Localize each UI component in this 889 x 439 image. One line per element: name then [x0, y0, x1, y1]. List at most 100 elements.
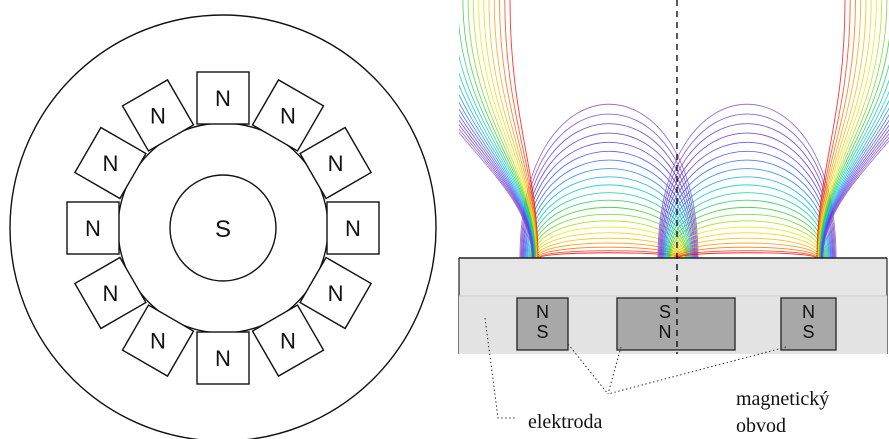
magnet-top-label: N — [536, 302, 549, 322]
magnet-top-label: S — [659, 302, 671, 322]
field-line — [817, 0, 856, 258]
outer-pole-label: N — [280, 103, 296, 128]
field-line — [818, 0, 883, 258]
outer-pole — [299, 256, 373, 330]
outer-pole-box — [196, 71, 250, 125]
outer-pole — [251, 78, 325, 152]
outer-pole-box — [299, 126, 373, 200]
outer-pole-box — [121, 304, 195, 378]
center-pole-label: S — [215, 216, 231, 243]
magnet-bottom-label: S — [802, 322, 814, 342]
circuit-leader-3 — [607, 346, 787, 395]
field-line — [677, 252, 817, 258]
magnet-box — [780, 297, 837, 351]
field-line — [459, 114, 534, 258]
outer-pole — [299, 126, 373, 200]
outer-pole-box — [73, 256, 147, 330]
outer-pole-box — [251, 304, 325, 378]
field-line — [488, 0, 538, 258]
outer-pole-label: N — [85, 216, 101, 241]
field-line — [659, 123, 835, 258]
field-line — [472, 0, 537, 258]
field-line — [816, 0, 851, 258]
field-line — [817, 0, 872, 258]
field-line — [817, 0, 867, 258]
outer-ring — [9, 14, 437, 439]
outer-pole-box — [121, 78, 195, 152]
outer-pole-label: N — [328, 281, 344, 306]
field-line — [519, 104, 699, 258]
outer-pole-box — [299, 256, 373, 330]
magnet: NS — [780, 297, 837, 351]
field-line — [520, 113, 698, 258]
outer-pole-label: N — [280, 329, 296, 354]
field-line — [483, 0, 538, 258]
outer-pole — [73, 256, 147, 330]
field-line — [818, 0, 877, 258]
circuit-leader-2 — [607, 346, 622, 395]
field-line — [522, 132, 696, 258]
outer-pole — [66, 201, 120, 255]
outer-pole-box — [66, 201, 120, 255]
field-line — [816, 0, 846, 258]
field-line — [531, 213, 687, 258]
electrode-leader — [484, 317, 516, 419]
field-line — [504, 0, 539, 258]
magnetic-circuit-label-line1: magnetický — [736, 388, 829, 410]
magnet: NS — [516, 297, 569, 351]
magnet-bottom-label: N — [659, 322, 672, 342]
field-line — [669, 213, 825, 258]
magnetic-circuit-label-line2: obvod — [736, 415, 786, 437]
outer-pole — [73, 126, 147, 200]
field-line — [499, 0, 538, 258]
magnetic-field-lines — [459, 0, 889, 258]
circular-magnetron-diagram: S N N N N N N N N N N N N — [9, 14, 437, 439]
outer-pole — [251, 304, 325, 378]
outer-pole — [326, 201, 380, 255]
field-line — [674, 242, 820, 258]
field-line — [459, 83, 535, 258]
magnet-box — [616, 297, 736, 351]
magnet: SN — [616, 297, 736, 351]
outer-pole-label: N — [102, 151, 118, 176]
outer-pole-box — [326, 201, 380, 255]
outer-pole-box — [196, 331, 250, 385]
field-line — [671, 226, 823, 258]
field-line — [535, 237, 683, 258]
circuit-leader-1 — [567, 343, 609, 395]
outer-pole-label: N — [150, 329, 166, 354]
outer-pole — [121, 304, 195, 378]
field-line — [676, 250, 818, 258]
outer-pole-label: N — [215, 346, 231, 371]
outer-pole-label: N — [102, 281, 118, 306]
field-line — [478, 0, 537, 258]
field-line — [822, 140, 889, 258]
outer-pole — [196, 71, 250, 125]
field-line — [675, 246, 819, 258]
outer-pole-label: N — [328, 151, 344, 176]
field-line — [530, 199, 688, 258]
outer-pole-label: N — [215, 86, 231, 111]
outer-pole-box — [73, 126, 147, 200]
outer-pole-box — [251, 78, 325, 152]
field-line — [672, 232, 822, 258]
field-line — [530, 206, 688, 258]
outer-pole — [196, 331, 250, 385]
magnet-box — [516, 297, 569, 351]
field-line — [509, 0, 539, 258]
field-line — [670, 220, 824, 258]
magnet-bottom-label: S — [536, 322, 548, 342]
field-line — [459, 132, 533, 258]
electrode-label: elektroda — [528, 411, 603, 433]
field-line — [660, 132, 834, 258]
outer-pole-group: N N N N N N N N N N N N — [66, 71, 380, 385]
field-line — [459, 108, 534, 258]
magnet-top-label: N — [802, 302, 815, 322]
outer-pole-label: N — [150, 103, 166, 128]
center-pole — [169, 174, 277, 282]
outer-pole-label: N — [345, 216, 361, 241]
outer-pole — [121, 78, 195, 152]
